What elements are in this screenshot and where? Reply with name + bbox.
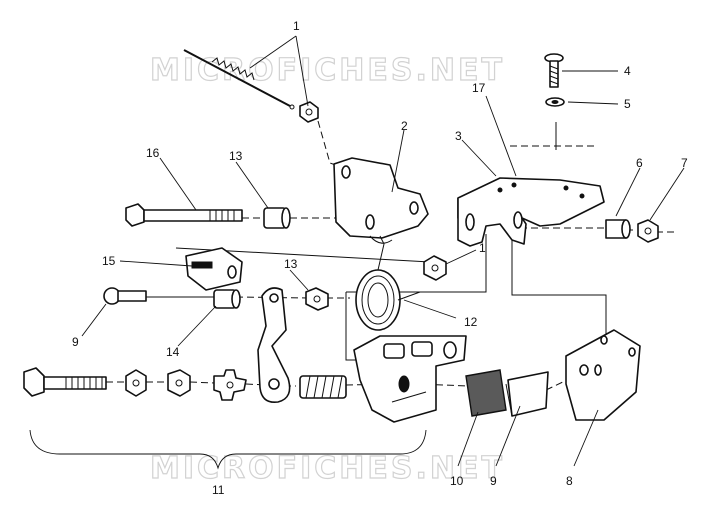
caliper-body: [353, 335, 467, 423]
callout-1-cable: 1: [293, 19, 300, 33]
callout-5: 5: [624, 97, 631, 111]
callout-1-nut: 1: [479, 241, 486, 255]
callout-4: 4: [624, 64, 631, 78]
upper-bracket: [333, 157, 429, 244]
callout-17: 17: [472, 81, 486, 95]
callout-11: 11: [212, 483, 225, 497]
carb-mount-bracket: [457, 177, 605, 247]
brake-pad-outer: [505, 371, 549, 417]
spacer-lower: [213, 289, 241, 309]
watermark-bottom: MICROFICHES.NET: [150, 451, 505, 486]
callout-14: 14: [166, 345, 180, 359]
brake-pad-inner: [465, 369, 507, 417]
callout-labels: 1 2 3 4 5 6 7 8 9 10 9 11 12 13 13 14 15…: [72, 19, 688, 497]
callout-6: 6: [636, 156, 643, 170]
cable-clamp: [185, 247, 243, 291]
callout-12: 12: [464, 315, 478, 329]
callout-2: 2: [401, 119, 408, 133]
nut-lower: [305, 287, 329, 311]
pinion-gear: [299, 375, 347, 399]
caliper-bolt: [23, 367, 107, 397]
leader-lines: [81, 35, 685, 467]
cable-nut: [299, 101, 319, 123]
callout-3: 3: [455, 129, 462, 143]
nut-middle: [423, 255, 447, 281]
hex-nut-lower: [167, 369, 191, 397]
throttle-cable: [183, 49, 295, 110]
callout-8: 8: [566, 474, 573, 488]
spacer-right: [605, 219, 631, 239]
small-screw: [103, 287, 147, 305]
tab-washer: [213, 369, 247, 401]
spacer-upper: [263, 207, 291, 229]
torsion-spring: [355, 235, 421, 331]
callout-13-upper: 13: [229, 149, 243, 163]
callout-9-pad: 9: [490, 474, 497, 488]
callout-9-screw: 9: [72, 335, 79, 349]
callout-16: 16: [146, 146, 160, 160]
throttle-lever: [257, 287, 291, 404]
long-bolt: [125, 203, 243, 227]
watermark-top: MICROFICHES.NET: [150, 53, 505, 88]
locknut-right: [637, 219, 659, 243]
callout-7: 7: [681, 156, 688, 170]
brace-group-11: [29, 429, 427, 470]
callout-10: 10: [450, 474, 464, 488]
callout-13-lower: 13: [284, 257, 298, 271]
locknut-lower: [125, 369, 147, 397]
caliper-plate-outer: [565, 329, 641, 421]
screw-top: [544, 53, 564, 88]
callout-15: 15: [102, 254, 116, 268]
washer-top: [545, 97, 565, 107]
